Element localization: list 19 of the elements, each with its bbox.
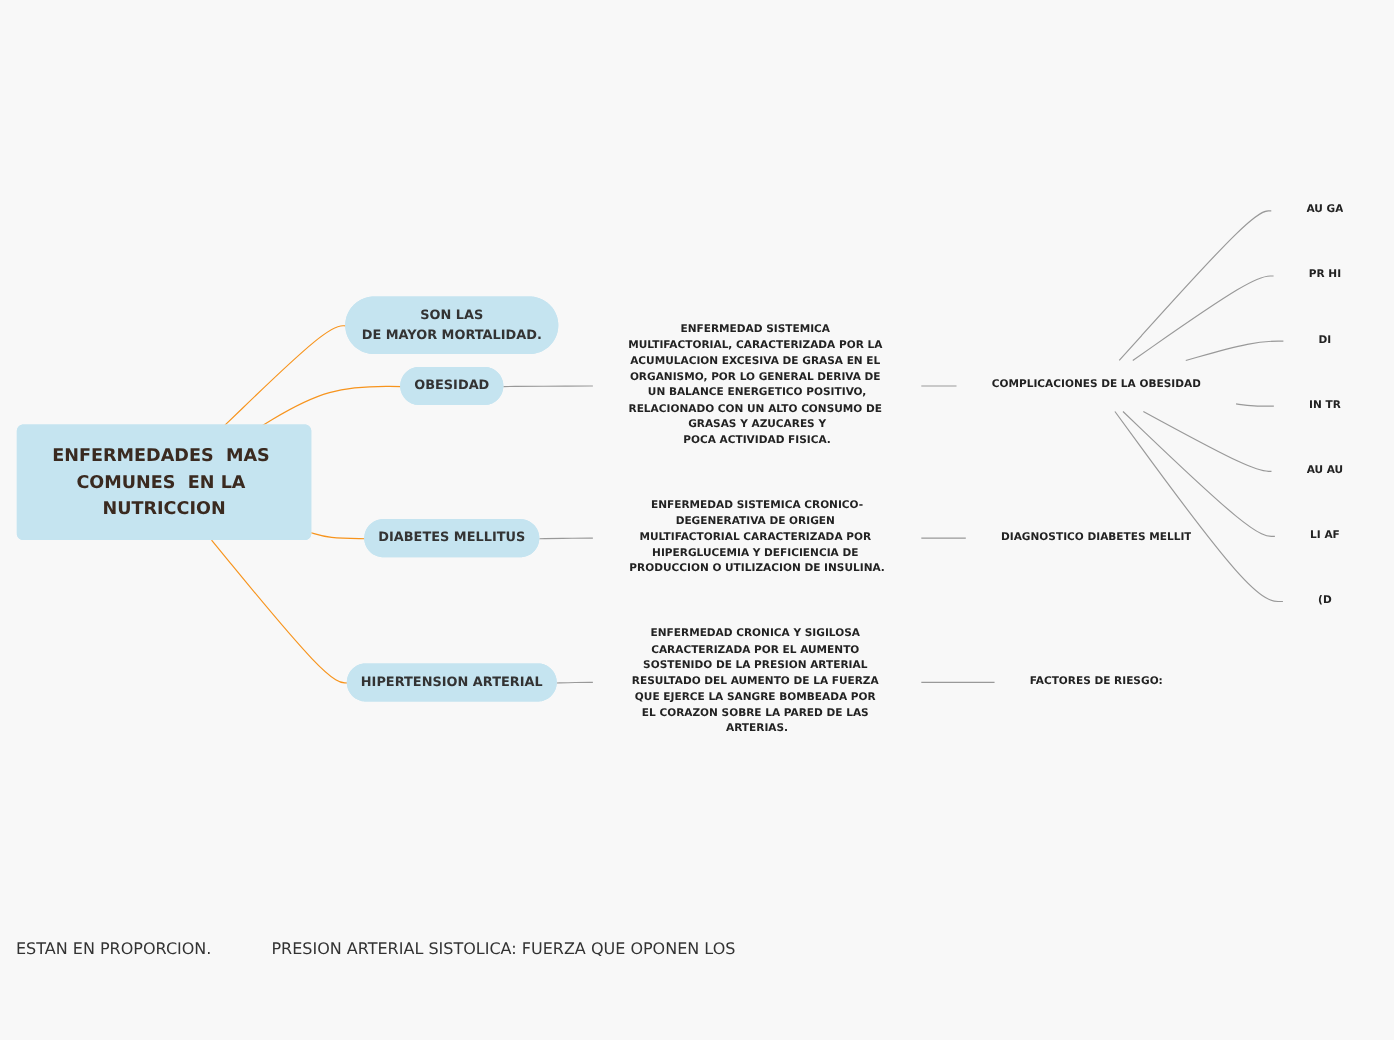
connector (209, 539, 348, 684)
connector (222, 324, 347, 426)
connector (1117, 209, 1271, 361)
connector (501, 384, 593, 387)
connector (919, 384, 957, 387)
note-text: PRESION ARTERIAL SISTOLICA: FUERZA QUE OPONEN LOS (271, 940, 736, 958)
connector (1234, 402, 1274, 407)
connector (919, 681, 995, 683)
connector (1121, 410, 1275, 537)
connector (537, 537, 593, 539)
connector (260, 385, 401, 426)
connector (919, 537, 966, 539)
connector (1113, 410, 1283, 602)
connector (1141, 410, 1272, 472)
connector (1184, 340, 1283, 361)
connector (555, 681, 593, 684)
note-text: ESTAN EN PROPORCION. (16, 940, 212, 958)
connector (1131, 274, 1274, 361)
connector (309, 531, 366, 539)
